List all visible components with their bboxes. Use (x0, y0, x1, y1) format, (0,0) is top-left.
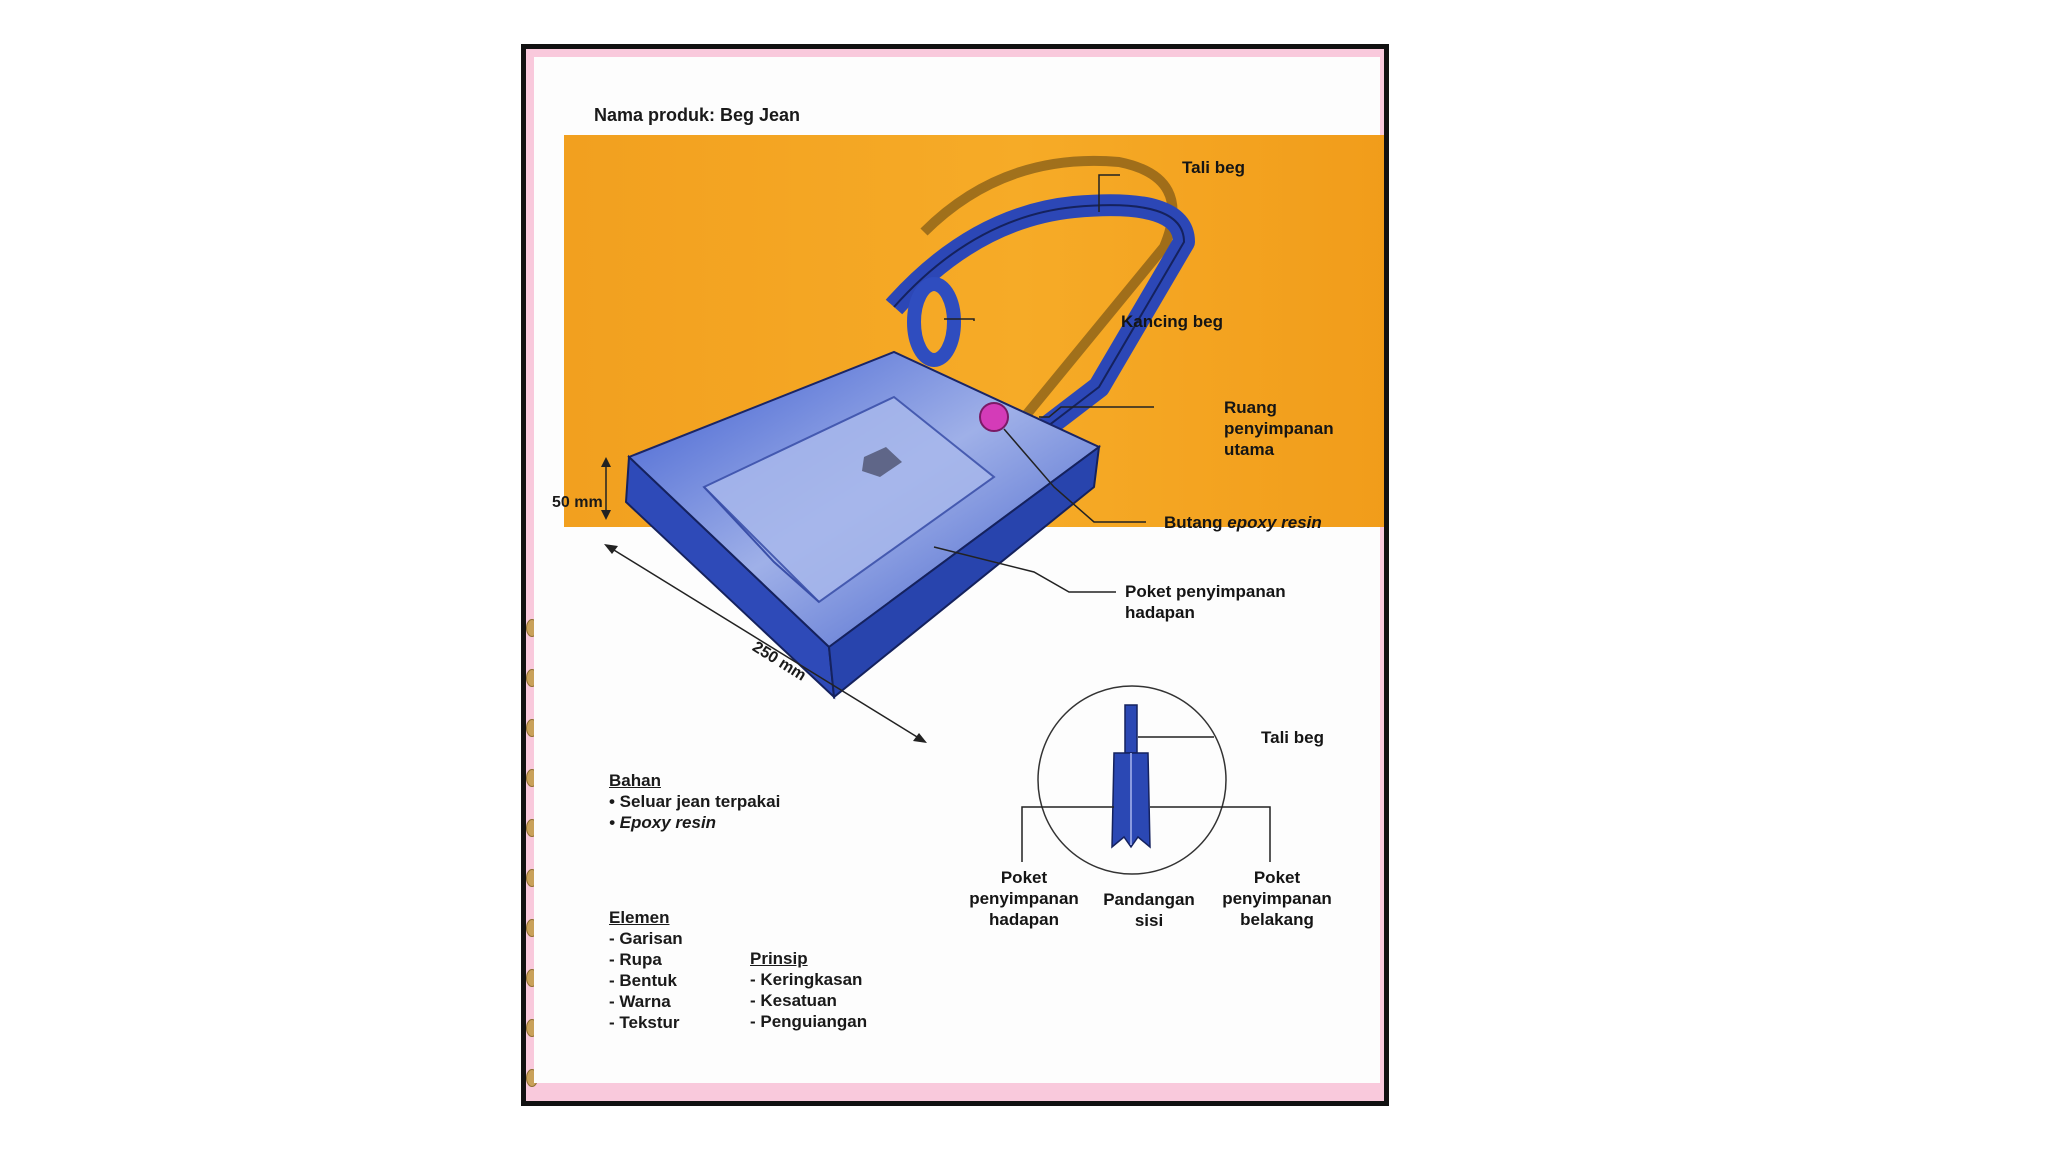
label-line: Poket (1000, 868, 1048, 887)
label-line: hadapan (1125, 603, 1195, 622)
label-line: Poket penyimpanan (1125, 582, 1286, 601)
label-kancing-beg: Kancing beg (1121, 312, 1224, 331)
label-ruang-penyimpanan: Ruang penyimpanan utama (1224, 397, 1334, 460)
dim-arrow (604, 544, 618, 554)
paper-sheet: Nama produk: Beg Jean Tali beg Kancing b… (534, 57, 1384, 1083)
bahan-list: Bahan • Seluar jean terpakai • Epoxy res… (609, 770, 780, 833)
list-item: - Garisan (609, 929, 683, 948)
label-line: penyimpanan (1224, 419, 1334, 438)
page-frame: Nama produk: Beg Jean Tali beg Kancing b… (521, 44, 1389, 1106)
bag-illustration (601, 155, 1271, 875)
list-item: - Keringkasan (750, 970, 863, 989)
label-line: Ruang (1224, 398, 1277, 417)
strap-outline (893, 204, 1186, 453)
dim-arrow (601, 510, 611, 520)
prinsip-list: Prinsip - Keringkasan - Kesatuan - Pengu… (750, 948, 867, 1032)
dimension-height: 50 mm (552, 494, 603, 511)
label-poket-hadapan: Poket penyimpanan hadapan (1125, 581, 1286, 623)
elemen-list: Elemen - Garisan - Rupa - Bentuk - Warna… (609, 907, 683, 1033)
leader-butang (1003, 428, 1146, 523)
list-item: - Bentuk (609, 971, 677, 990)
label-pandangan-sisi: Pandangan sisi (1094, 889, 1204, 931)
label-tali-beg: Tali beg (1182, 158, 1245, 177)
side-strap (1124, 704, 1138, 754)
label-line: hadapan (989, 910, 1059, 929)
list-item: - Penguiangan (750, 1012, 868, 1031)
elemen-heading: Elemen (609, 908, 670, 927)
epoxy-button (979, 402, 1009, 432)
label-side-poket-hadapan: Poket penyimpanan hadapan (959, 867, 1089, 930)
bahan-heading: Bahan (609, 771, 661, 790)
pocket-flap (703, 486, 820, 603)
loop-shape (907, 277, 961, 367)
label-part: Butang (1164, 513, 1228, 532)
leader-side-right (1150, 806, 1271, 862)
dim-arrow (601, 457, 611, 467)
front-pocket (702, 395, 996, 604)
label-line: Poket (1253, 868, 1301, 887)
leader-poket (933, 546, 1116, 593)
leader-kancing (944, 318, 975, 321)
label-side-poket-belakang: Poket penyimpanan belakang (1212, 867, 1342, 930)
prinsip-heading: Prinsip (750, 949, 808, 968)
label-line: belakang (1240, 910, 1314, 929)
leader-side-left (1021, 806, 1114, 862)
bag-right-side (827, 444, 1101, 699)
list-item: • Epoxy resin (609, 813, 717, 832)
label-line: penyimpanan (1222, 889, 1332, 908)
label-line: sisi (1134, 911, 1164, 930)
leader-tali (1098, 174, 1120, 212)
label-butang-epoxy: Butang epoxy resin (1164, 512, 1322, 533)
dim-length-line (608, 546, 923, 741)
label-part: epoxy resin (1227, 513, 1322, 532)
product-title: Nama produk: Beg Jean (594, 105, 801, 125)
list-item: - Tekstur (609, 1013, 680, 1032)
label-line: penyimpanan (969, 889, 1079, 908)
dim-arrow (913, 733, 927, 743)
pocket-tab (862, 447, 902, 477)
list-item: - Warna (609, 992, 671, 1011)
label-line: utama (1224, 440, 1275, 459)
label-side-tali-beg: Tali beg (1261, 728, 1324, 747)
list-item: - Kesatuan (750, 991, 837, 1010)
side-view-circle (1037, 685, 1227, 875)
list-item: • Seluar jean terpakai (609, 792, 781, 811)
label-line: Pandangan (1103, 890, 1195, 909)
list-item: - Rupa (609, 950, 662, 969)
leader-ruang (1039, 406, 1154, 418)
